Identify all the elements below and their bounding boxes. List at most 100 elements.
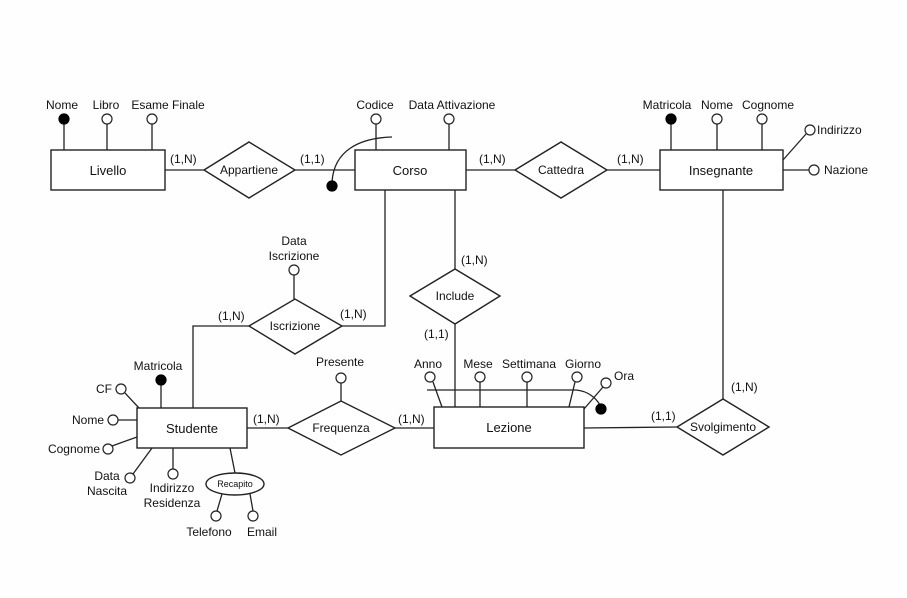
cardinality-lezione-frequenza: (1,N) [398,412,425,426]
entity-livello[interactable]: Livello [50,149,166,191]
entity-label: Livello [90,163,127,178]
svg-text:Nome: Nome [72,413,104,427]
cardinality-insegnante-cattedra: (1,N) [617,152,644,166]
attribute-icon [571,371,583,383]
attribute-studente-nome[interactable]: Nome [72,413,137,427]
attribute-lezione-settimana[interactable]: Settimana [502,357,556,407]
attribute-lezione-anno[interactable]: Anno [414,357,443,408]
cardinality-corso-include: (1,N) [461,253,488,267]
cardinality-lezione-svolgimento: (1,1) [651,409,676,423]
entity-label: Lezione [486,420,532,435]
svg-text:Esame Finale: Esame Finale [131,98,205,112]
key-attribute-icon [58,113,70,125]
relationship-include[interactable]: Include [408,268,502,325]
relationship-cattedra[interactable]: Cattedra [513,141,609,199]
attribute-studente-indirizzo-residenza[interactable]: Indirizzo Residenza [144,448,201,510]
svg-text:Anno: Anno [414,357,442,371]
attribute-recapito-email[interactable]: Email [247,493,277,539]
attribute-icon [335,372,347,384]
attribute-insegnante-nome[interactable]: Nome [701,98,733,150]
attribute-livello-libro[interactable]: Libro [93,98,120,150]
svg-text:Indirizzo: Indirizzo [150,481,195,495]
attribute-insegnante-matricola[interactable]: Matricola [643,98,692,150]
attribute-frequenza-presente[interactable]: Presente [316,355,364,401]
relationship-label: Frequenza [312,421,370,435]
relationship-frequenza[interactable]: Frequenza [286,400,397,456]
attribute-insegnante-indirizzo[interactable]: Indirizzo [782,123,862,161]
cardinality-studente-frequenza: (1,N) [253,412,280,426]
entity-insegnante[interactable]: Insegnante [659,149,784,191]
attribute-icon [167,468,179,480]
relationship-iscrizione[interactable]: Iscrizione [247,298,344,355]
svg-text:Data: Data [281,234,307,248]
attribute-livello-esame-finale[interactable]: Esame Finale [131,98,205,150]
attribute-lezione-mese[interactable]: Mese [463,357,493,407]
attribute-corso-codice[interactable]: Codice [356,98,394,150]
line-lezione-svolgimento [583,426,678,429]
relationship-label: Iscrizione [270,319,321,333]
relationship-label: Cattedra [538,163,584,177]
relationship-appartiene[interactable]: Appartiene [202,141,297,199]
attribute-insegnante-cognome[interactable]: Cognome [742,98,794,150]
attribute-recapito-telefono[interactable]: Telefono [186,493,232,539]
attribute-icon [288,264,300,276]
svg-text:Indirizzo: Indirizzo [817,123,862,137]
cardinalities: (1,N) (1,1) (1,N) (1,N) (1,N) (1,N) (1,N… [170,152,758,426]
svg-text:Matricola: Matricola [643,98,692,112]
svg-text:Cognome: Cognome [742,98,794,112]
svg-text:Settimana: Settimana [502,357,556,371]
attribute-icon [210,510,222,522]
line-corso-iscrizione [342,190,386,327]
svg-text:Matricola: Matricola [134,359,183,373]
attribute-icon [107,414,119,426]
attribute-insegnante-nazione[interactable]: Nazione [783,163,868,177]
svg-text:Recapito: Recapito [217,479,253,489]
connection-lines [165,169,724,429]
attribute-studente-data-nascita[interactable]: Data Nascita [87,447,153,498]
attribute-icon [102,443,114,455]
entity-lezione[interactable]: Lezione [433,406,585,449]
attribute-iscrizione-data-iscrizione[interactable]: Data Iscrizione [269,234,320,299]
attribute-corso-data-attivazione[interactable]: Data Attivazione [409,98,496,150]
svg-text:Mese: Mese [463,357,493,371]
svg-text:Data Attivazione: Data Attivazione [409,98,496,112]
attribute-studente-cf[interactable]: CF [96,382,140,409]
attribute-icon [115,383,127,395]
cardinality-corso-iscrizione: (1,N) [340,307,367,321]
attribute-lezione-giorno[interactable]: Giorno [565,357,601,408]
svg-text:Nome: Nome [46,98,78,112]
attribute-icon [474,371,486,383]
svg-text:Telefono: Telefono [186,525,232,539]
attribute-icon [146,113,158,125]
composite-identifier-lezione [427,389,607,415]
svg-text:Residenza: Residenza [144,496,201,510]
cardinality-livello-appartiene: (1,N) [170,152,197,166]
svg-text:Cognome: Cognome [48,442,100,456]
relationship-label: Svolgimento [690,420,756,434]
composite-attribute-recapito[interactable]: Recapito [205,447,265,496]
entity-label: Insegnante [689,163,753,178]
entity-studente[interactable]: Studente [136,407,248,449]
attribute-lezione-ora[interactable]: Ora [583,369,634,410]
cardinality-studente-iscrizione: (1,N) [218,309,245,323]
attribute-studente-cognome[interactable]: Cognome [48,436,138,456]
attribute-icon [808,164,820,176]
svg-text:Nome: Nome [701,98,733,112]
attribute-icon [370,113,382,125]
attribute-icon [756,113,768,125]
attribute-icon [101,113,113,125]
key-attribute-icon [155,374,167,386]
attribute-icon [424,371,436,383]
svg-text:Iscrizione: Iscrizione [269,249,320,263]
attribute-livello-nome[interactable]: Nome [46,98,78,150]
relationship-svolgimento[interactable]: Svolgimento [675,398,771,456]
relationship-label: Include [436,289,475,303]
entity-corso[interactable]: Corso [354,149,467,191]
attribute-icon [711,113,723,125]
attribute-studente-matricola[interactable]: Matricola [134,359,183,408]
attribute-icon [804,124,816,136]
external-identifier-corso [326,136,393,192]
attribute-icon [247,510,259,522]
